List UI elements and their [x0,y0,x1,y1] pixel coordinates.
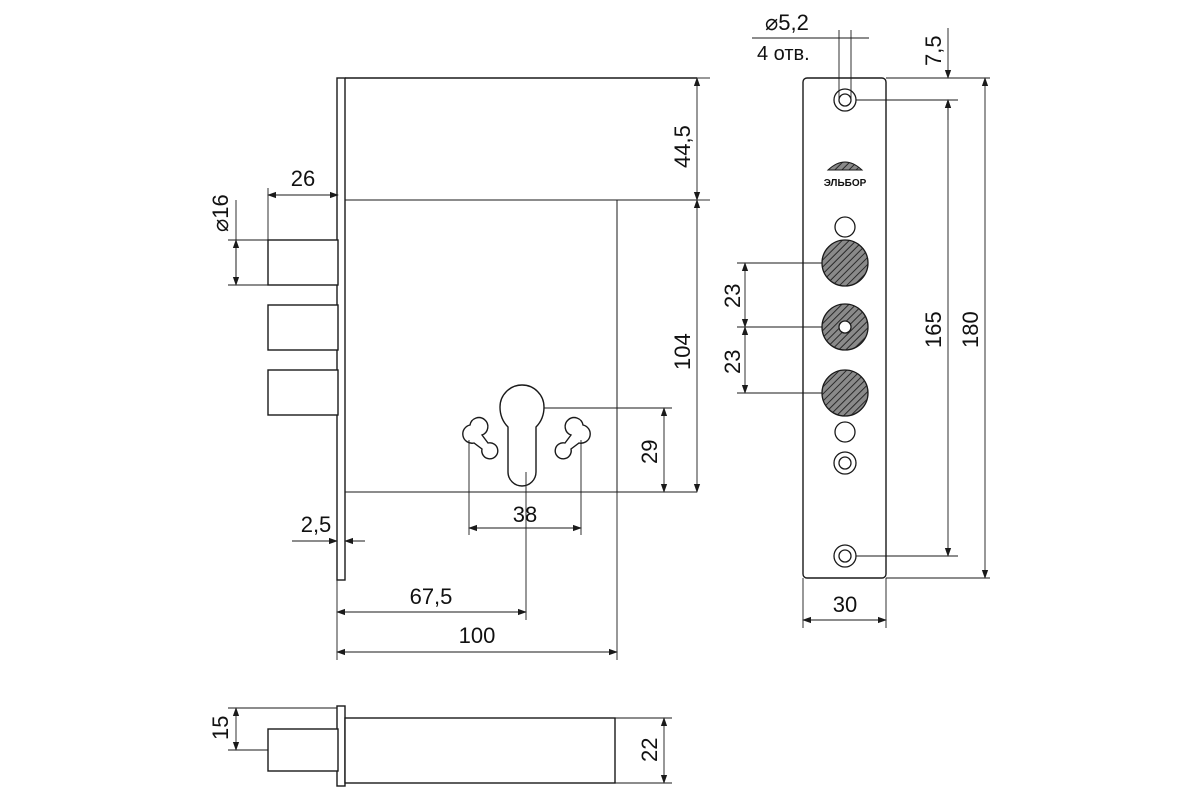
dim-bolt-spacing-upper: 23 [720,284,745,308]
keyhole-left [462,416,499,460]
bolt-hole-bottom [821,369,869,417]
bottom-bolt [267,728,339,772]
dim-bolt-length: 26 [291,166,315,191]
dim-bolt-diameter: ⌀16 [208,194,233,232]
mount-hole-top-inner [838,93,852,107]
dim-bolt-height: 15 [208,716,233,740]
small-hole-lower [834,421,856,443]
dim-body-thickness: 22 [637,738,662,762]
svg-text:ЭЛЬБОР: ЭЛЬБОР [824,178,867,189]
cylinder-keyhole [499,384,545,487]
bolt-hole-top [821,239,869,287]
bolt-bottom [267,369,339,416]
front-view: 26 ⌀16 2,5 44,5 104 29 38 [208,77,710,660]
dim-plate-height: 180 [958,311,983,348]
dim-mount-hole-diameter: ⌀5,2 [765,10,809,35]
brand-logo: ЭЛЬБОР [824,161,867,189]
dim-backset: 67,5 [410,584,453,609]
keyhole-right [554,416,591,460]
dim-faceplate-offset: 2,5 [301,512,332,537]
spindle-hole-inner [838,456,852,470]
dim-hole-spacing: 165 [921,311,946,348]
bolt-hole-middle-center [838,320,852,334]
bottom-view: 15 22 [208,705,672,787]
dim-body-depth: 100 [459,623,496,648]
dim-cylinder-height: 29 [637,440,662,464]
dim-bolt-spacing-lower: 23 [720,350,745,374]
small-hole-upper [834,216,856,238]
bottom-body [344,717,616,784]
dim-mount-hole-count: 4 отв. [757,43,810,65]
bolt-top [267,239,339,286]
dim-plate-width: 30 [833,592,857,617]
bolt-middle [267,304,339,351]
dim-top-offset: 7,5 [921,35,946,66]
faceplate-view: ЭЛЬБОР ⌀5,2 4 отв. 7,5 165 180 [720,10,990,628]
dim-height-top: 44,5 [670,125,695,168]
dim-cylinder-width: 38 [513,502,537,527]
mount-hole-bottom-inner [838,549,852,563]
dim-height-body: 104 [670,333,695,370]
